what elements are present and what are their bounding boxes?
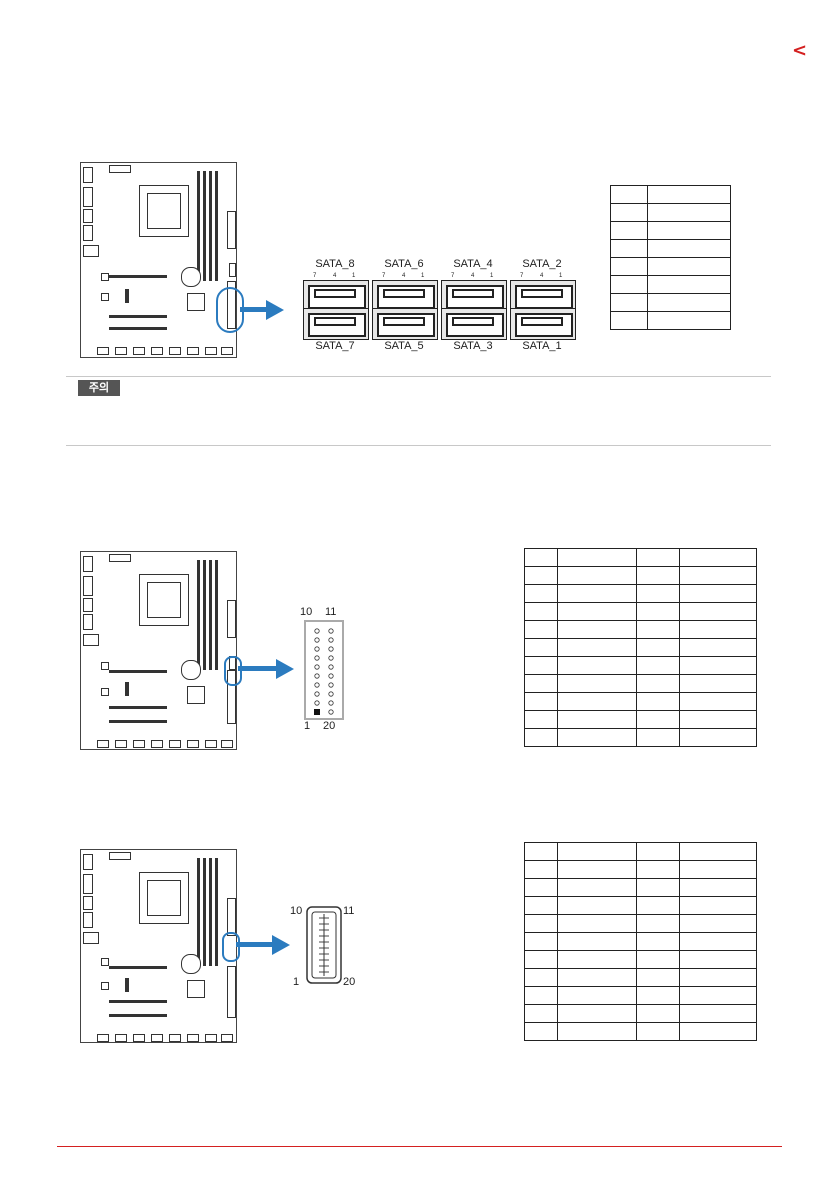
pin-label: 11 — [325, 606, 337, 618]
header1-pin-diagram — [304, 620, 344, 720]
pin-label: 20 — [343, 976, 356, 988]
arrow-head-icon — [276, 659, 294, 679]
sata-port — [372, 280, 438, 312]
header2-pin-diagram — [306, 906, 342, 984]
sata-label-top: SATA_4 — [453, 258, 493, 270]
motherboard-diagram-header2 — [80, 849, 237, 1043]
arrow-head-icon — [266, 300, 284, 320]
pin-label: 1 — [293, 976, 300, 988]
sata-label-bottom: SATA_5 — [384, 340, 424, 352]
pin-label: 20 — [323, 720, 336, 732]
sata-port — [303, 308, 369, 340]
pin-mark: 7 — [520, 273, 524, 279]
pin-mark: 4 — [402, 273, 406, 279]
pin-mark: 1 — [490, 273, 494, 279]
arrow-head-icon — [272, 935, 290, 955]
caution-badge: 주의 — [78, 380, 120, 396]
sata-port — [441, 308, 507, 340]
header1-pin-table — [524, 548, 757, 747]
pin-mark: 1 — [559, 273, 563, 279]
motherboard-diagram-sata — [80, 162, 237, 358]
sata-label-bottom: SATA_7 — [315, 340, 355, 352]
motherboard-diagram-header1 — [80, 551, 237, 750]
pin-mark: 7 — [313, 273, 317, 279]
sata-port — [510, 280, 576, 312]
callout-arrow-sata — [240, 307, 268, 312]
sata-label-top: SATA_6 — [384, 258, 424, 270]
pin-mark: 4 — [540, 273, 544, 279]
divider — [66, 445, 771, 446]
pin-label: 11 — [343, 905, 355, 917]
pin-mark: 7 — [451, 273, 455, 279]
sata-pin-table — [610, 185, 731, 330]
callout-arrow-header1 — [238, 666, 278, 671]
pin-mark: 1 — [421, 273, 425, 279]
sata-label-top: SATA_2 — [522, 258, 562, 270]
pin-label: 10 — [300, 606, 313, 618]
sata-port — [510, 308, 576, 340]
pin-mark: 7 — [382, 273, 386, 279]
divider — [66, 376, 771, 377]
sata-label-top: SATA_8 — [315, 258, 355, 270]
header2-pin-table — [524, 842, 757, 1041]
pin-mark: 4 — [471, 273, 475, 279]
header2-highlight-circle — [222, 932, 240, 962]
pin-label: 10 — [290, 905, 303, 917]
callout-arrow-header2 — [236, 942, 274, 947]
pin-label: 1 — [304, 720, 311, 732]
sata-label-bottom: SATA_1 — [522, 340, 562, 352]
footer-rule — [57, 1146, 782, 1147]
caution-label: 주의 — [88, 381, 110, 394]
sata-label-bottom: SATA_3 — [453, 340, 493, 352]
sata-port — [372, 308, 438, 340]
pin-mark: 1 — [352, 273, 356, 279]
pin-mark: 4 — [333, 273, 337, 279]
header1-highlight-circle — [224, 656, 242, 686]
back-chevron-icon[interactable]: < — [792, 40, 808, 61]
